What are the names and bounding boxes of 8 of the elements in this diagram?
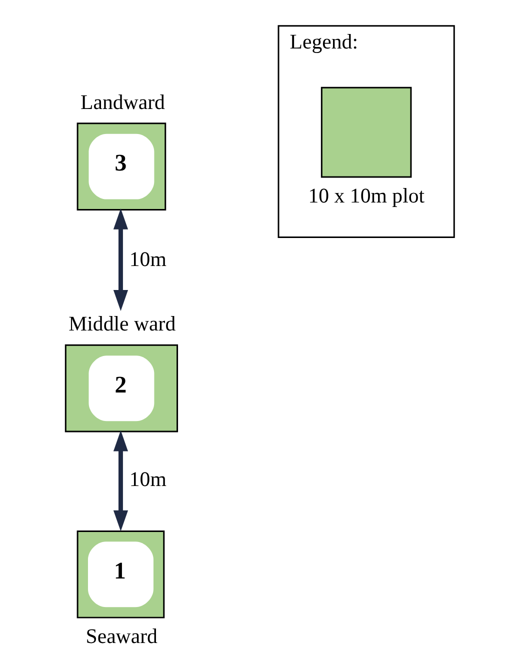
node-label: Middle ward [68, 312, 176, 336]
arrow [113, 208, 128, 311]
arrow [113, 430, 128, 532]
edge-label: 10m [129, 246, 166, 271]
edge-label: 10m [129, 467, 166, 492]
node-label: 10 x 10m plot [308, 184, 425, 208]
node-label: Seaward [86, 624, 158, 648]
node-label: Landward [80, 90, 165, 114]
